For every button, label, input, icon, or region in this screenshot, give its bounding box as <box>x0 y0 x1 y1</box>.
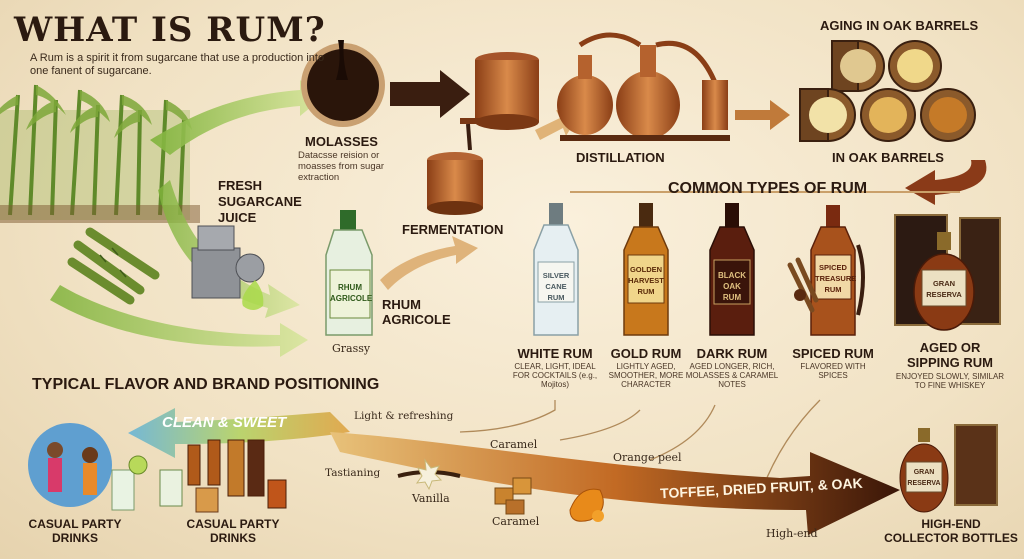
intro-text: A Rum is a spirit it from sugarcane that… <box>30 52 325 77</box>
note-vanilla: Vanilla <box>412 492 450 505</box>
note-orange: Orange peel <box>613 451 682 464</box>
rhum-bottle-label: RHUM AGRICOLE <box>330 283 373 303</box>
arrow-rhum-to-ferment <box>380 236 478 290</box>
vanilla-icon <box>397 458 461 491</box>
positioning-title: TYPICAL FLAVOR AND BRAND POSITIONING <box>32 376 380 393</box>
molasses-desc: Datacsse reision or moasses from sugar e… <box>298 150 385 183</box>
collector-label: HIGH-END COLLECTOR BOTTLES <box>884 517 1018 545</box>
note-light: Light & refreshing <box>354 410 454 422</box>
spiced-rum-bottle-icon <box>787 205 865 336</box>
cut-sugarcane-icon <box>67 227 160 305</box>
party-label-2: CASUAL PARTY DRINKS <box>186 517 280 545</box>
gold-rum-bottle-label: GOLDEN HARVEST RUM <box>628 265 664 296</box>
page-title: WHAT IS RUM? <box>14 10 326 50</box>
collector-bottle-icon <box>899 424 998 513</box>
gold-rum-desc: LIGHTLY AGED, SMOOTHER, MORE CHARACTER <box>608 362 684 389</box>
fermentation-label: FERMENTATION <box>402 222 504 237</box>
spiced-rum-bottle-label: SPICED TREASURE RUM <box>815 263 857 294</box>
aging-title: AGING IN OAK BARRELS <box>820 18 979 33</box>
spiced-rum-desc: FLAVORED WITH SPICES <box>800 362 866 380</box>
types-title: COMMON TYPES OF RUM <box>668 180 868 197</box>
aged-rum-name: AGED OR SIPPING RUM <box>907 340 993 370</box>
molasses-label: MOLASSES <box>305 134 378 149</box>
arrow-cane-to-rhum <box>50 285 308 357</box>
oak-barrels-icon <box>799 40 976 142</box>
gold-rum-name: GOLD RUM <box>610 346 682 361</box>
gold-rum-bottle-icon <box>623 203 669 336</box>
clean-sweet-arrow <box>128 408 350 458</box>
rhum-agricole-bottle-icon <box>325 210 373 336</box>
white-rum-name: WHITE RUM <box>517 346 593 361</box>
caramel-cubes-icon <box>494 477 532 515</box>
rhum-agricole-label: RHUM AGRICOLE <box>382 297 451 327</box>
party-label-1: CASUAL PARTY DRINKS <box>28 517 122 545</box>
rum-bottles-group <box>533 203 1001 336</box>
sugarcane-field-icon <box>0 84 200 223</box>
aged-rum-desc: ENJOYED SLOWLY, SIMILAR TO FINE WHISKEY <box>895 372 1005 390</box>
aged-rum-bottle-label: GRAN RESERVA <box>926 279 962 299</box>
note-tastianing: Tastianing <box>325 467 381 479</box>
fermentation-vessel-icon <box>427 52 539 215</box>
molasses-bowl-icon <box>301 40 385 127</box>
arrow-field-to-molasses <box>150 80 322 155</box>
aged-rum-decanter-icon <box>913 232 975 331</box>
cocktails-icon <box>159 439 287 513</box>
party-scene-icon <box>28 423 148 511</box>
white-rum-bottle-icon <box>533 203 579 336</box>
juice-label: FRESH SUGARCANE JUICE <box>218 178 302 225</box>
note-caramel-top: Caramel <box>490 438 538 451</box>
dark-rum-name: DARK RUM <box>696 346 768 361</box>
white-rum-bottle-label: SILVER CANE RUM <box>542 271 570 302</box>
arrow-barrels-to-types <box>905 160 987 205</box>
rhum-note: Grassy <box>332 342 371 355</box>
note-high-end: High-end <box>766 527 818 540</box>
note-caramel-bottom: Caramel <box>492 515 540 528</box>
dark-rum-bottle-icon <box>709 203 755 336</box>
clean-sweet-label: CLEAN & SWEET <box>162 414 287 431</box>
dark-rum-bottle-label: BLACK OAK RUM <box>718 271 746 302</box>
orange-peel-icon <box>569 488 604 522</box>
spiced-rum-name: SPICED RUM <box>792 346 874 361</box>
sugar-mill-icon <box>191 225 265 310</box>
copper-still-icon <box>557 32 730 141</box>
collector-bottle-label: GRAN RESERVA <box>907 469 941 487</box>
toffee-oak-arrow <box>330 432 900 535</box>
aging-label: IN OAK BARRELS <box>832 150 944 165</box>
white-rum-desc: CLEAR, LIGHT, IDEAL FOR COCKTAILS (e.g.,… <box>512 362 598 389</box>
distillation-label: DISTILLATION <box>576 150 665 165</box>
arrow-molasses-to-ferment <box>390 70 470 118</box>
dark-rum-desc: AGED LONGER, RICH, MOLASSES & CARAMEL NO… <box>685 362 779 389</box>
arrow-distill-to-barrels <box>735 100 790 130</box>
